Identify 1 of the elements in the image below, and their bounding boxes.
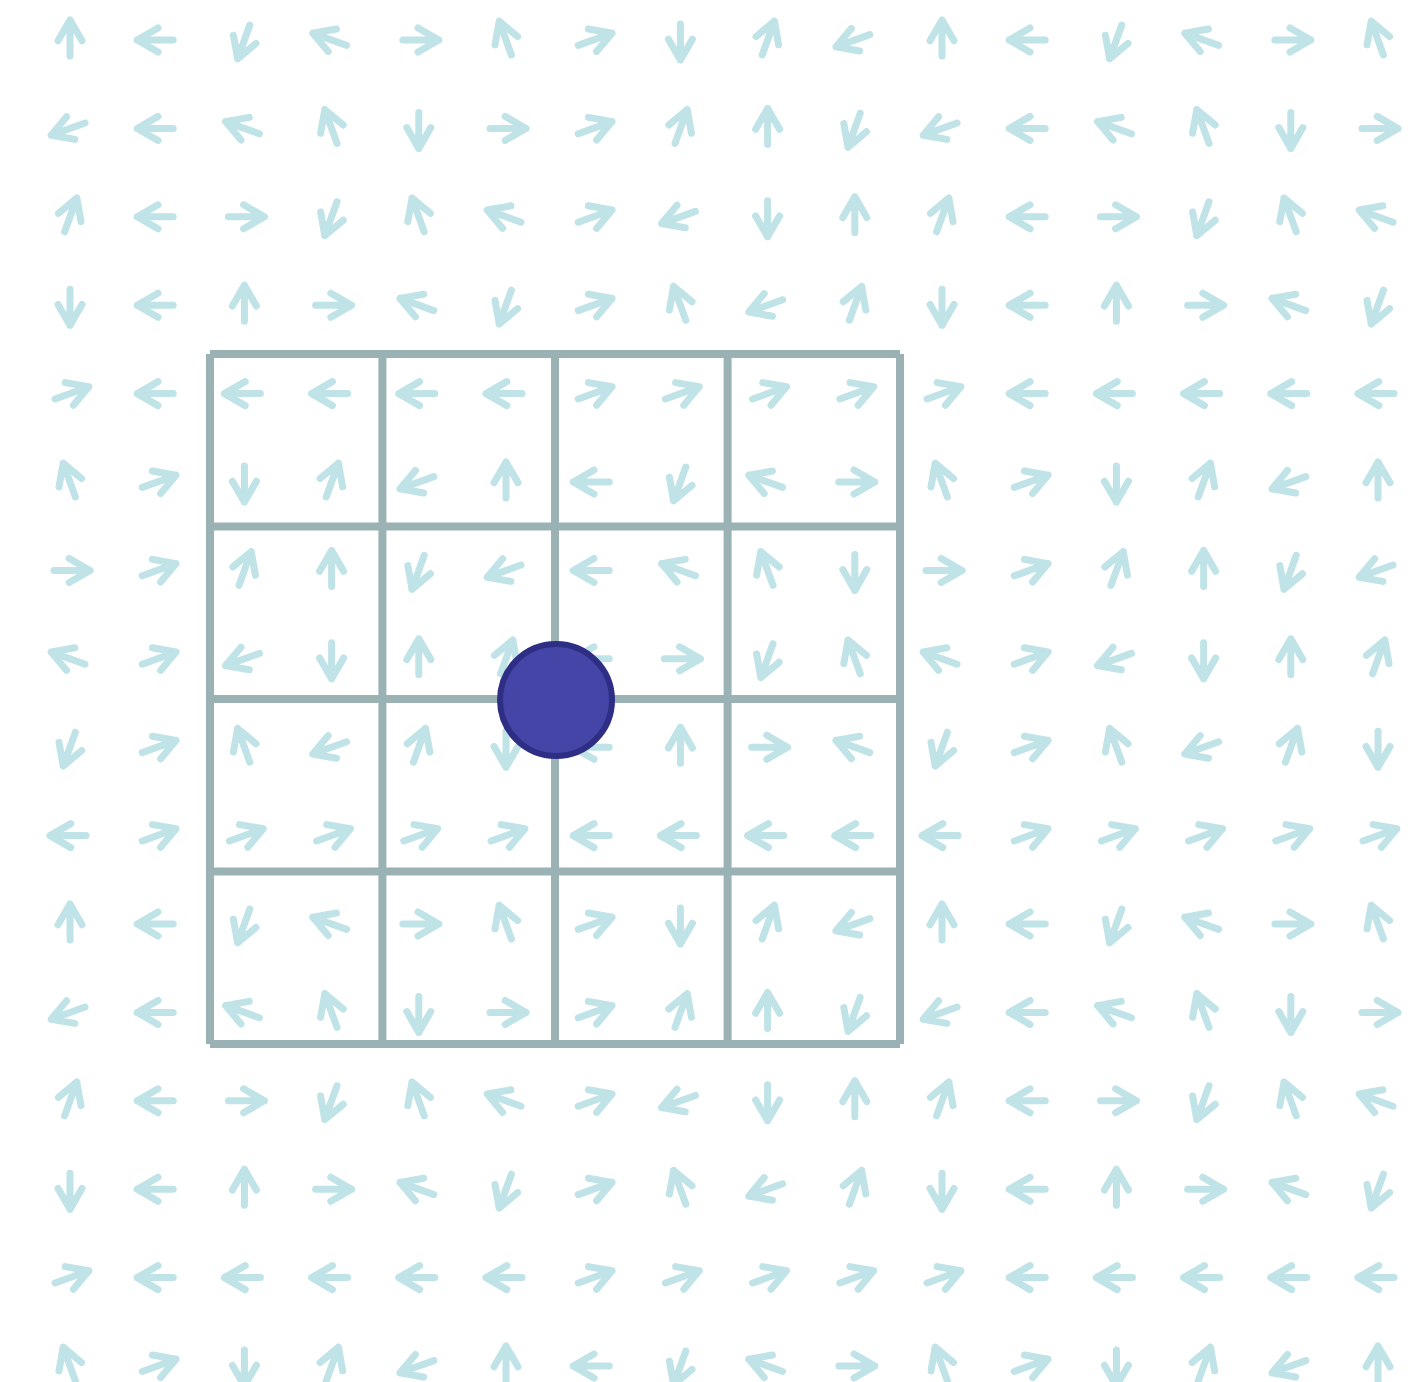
dot xyxy=(497,641,615,759)
